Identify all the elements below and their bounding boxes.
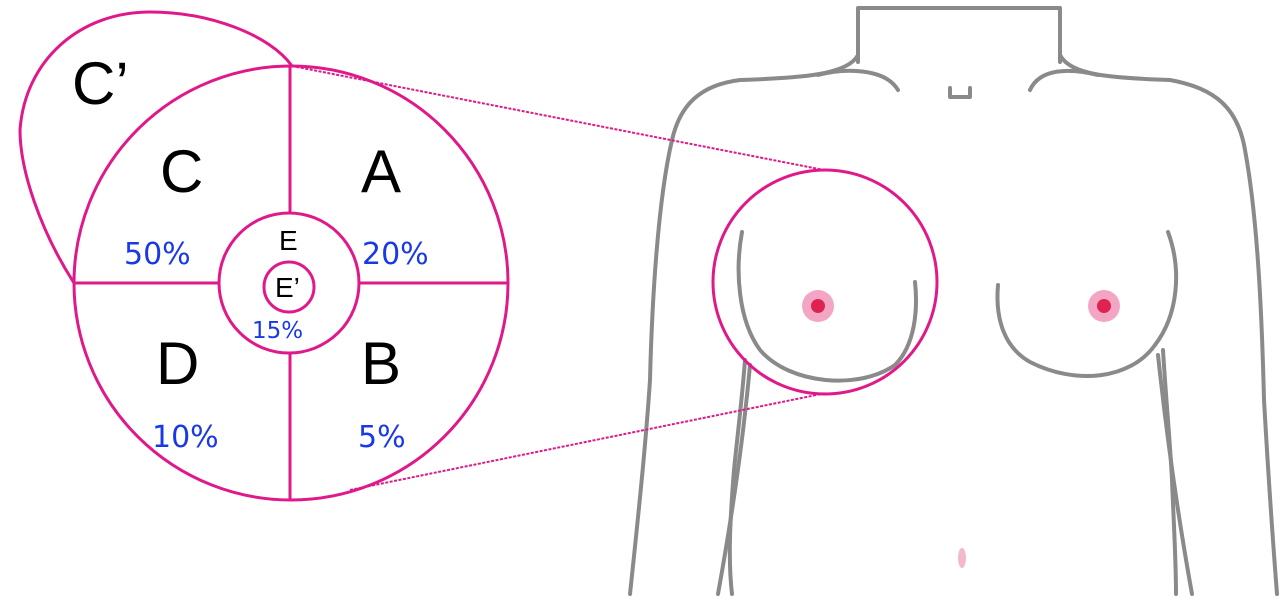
left-shoulder-arm bbox=[630, 55, 858, 594]
sternal-notch bbox=[950, 88, 970, 97]
right-breast-outline bbox=[997, 232, 1176, 376]
highlighted-breast-circle bbox=[713, 170, 937, 394]
quadrant-c-label: C bbox=[160, 138, 203, 205]
torso-outline bbox=[630, 8, 1277, 594]
left-collarbone bbox=[818, 71, 898, 90]
quadrant-d-percent: 10% bbox=[152, 420, 219, 455]
zoom-line-bottom bbox=[350, 393, 826, 490]
neck-outline bbox=[858, 8, 1060, 62]
quadrant-b-percent: 5% bbox=[358, 420, 406, 455]
quadrant-a-percent: 20% bbox=[362, 237, 429, 272]
left-nipple bbox=[802, 290, 834, 322]
right-collarbone bbox=[1030, 71, 1098, 90]
navel bbox=[958, 548, 966, 568]
right-nipple bbox=[1088, 290, 1120, 322]
nipple-label: E’ bbox=[275, 272, 300, 303]
quadrant-a-label: A bbox=[361, 138, 401, 205]
quadrant-d-label: D bbox=[156, 330, 199, 397]
quadrant-c-percent: 50% bbox=[124, 237, 191, 272]
quadrant-b-label: B bbox=[361, 330, 401, 397]
center-percent: 15% bbox=[252, 318, 303, 344]
axillary-tail-label: C’ bbox=[72, 50, 129, 117]
areola-label: E bbox=[279, 225, 298, 256]
